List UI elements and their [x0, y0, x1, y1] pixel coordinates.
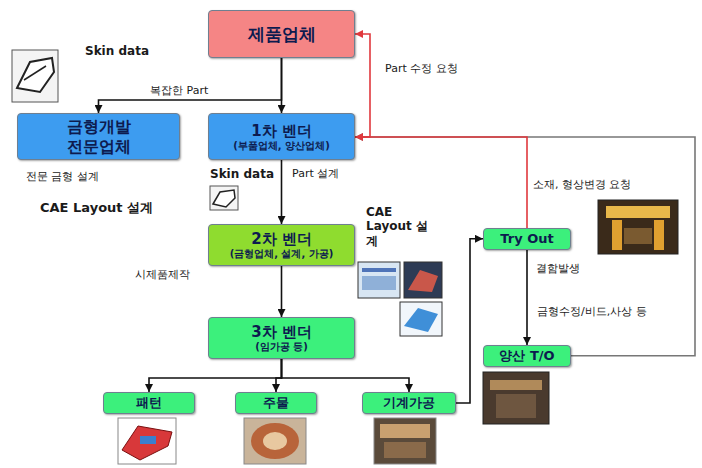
box-title: 패턴: [136, 395, 162, 411]
skin-data-icon: [12, 50, 58, 102]
cae-detail: [362, 276, 396, 290]
cae-detail: [408, 270, 438, 292]
photo-frame: [244, 418, 306, 464]
box-title: 기계가공: [383, 395, 435, 411]
process-box: 주물: [235, 392, 317, 414]
pattern-detail: [140, 436, 156, 444]
cae-thumb: [358, 262, 400, 298]
pattern-shape: [122, 426, 172, 460]
skin-data-icon: [210, 186, 238, 210]
flow-arrow: [149, 359, 282, 392]
photo-frame: [374, 418, 436, 464]
cae-thumb: [400, 302, 442, 336]
press-photo: [598, 200, 678, 254]
note-label: 전문 금형 설계: [26, 170, 99, 183]
box-title: Try Out: [500, 231, 553, 247]
press-part: [654, 220, 664, 250]
process-box: 패턴: [103, 392, 195, 414]
car-skin: [213, 190, 235, 207]
casting-photo: [244, 418, 306, 464]
note-label: Skin data: [85, 44, 149, 58]
note-label: CAE Layout 설계: [366, 205, 428, 248]
process-box: Try Out: [483, 228, 571, 250]
process-box: 양산 T/O: [483, 345, 571, 367]
box-title: 양산 T/O: [499, 348, 554, 364]
press-part: [606, 206, 670, 218]
note-label: 금형수정/비드,사상 등: [537, 305, 647, 318]
flow-arrow: [281, 160, 283, 224]
photo-frame: [483, 372, 549, 424]
process-box: 기계가공: [362, 392, 456, 414]
flow-arrow: [281, 266, 283, 317]
note-label: 소재, 형상변경 요청: [533, 178, 632, 191]
note-label: 시제품제작: [135, 268, 190, 281]
flow-arrow: [355, 137, 695, 356]
box-subtitle: (금형업체, 설계, 가공): [230, 248, 334, 260]
vendor-box: 1차 벤더(부품업체, 양산업체): [208, 113, 355, 160]
cae-detail: [362, 268, 396, 272]
casting-shape: [251, 423, 299, 459]
cae-detail: [404, 308, 438, 332]
machine-part: [496, 394, 536, 418]
press-part: [612, 220, 622, 250]
note-label: 복잡한 Part: [150, 84, 208, 97]
car-skin: [17, 58, 54, 92]
vendor-box: 2차 벤더(금형업체, 설계, 가공): [208, 224, 355, 266]
box-title: 제품업체: [248, 24, 316, 44]
box-subtitle: (부품업체, 양산업체): [233, 140, 329, 152]
cae-thumb: [404, 262, 442, 298]
flow-arrow: [355, 34, 370, 137]
note-label: 결함발생: [536, 262, 580, 275]
flow-arrow: [276, 359, 282, 392]
machine-part: [380, 424, 430, 438]
flow-arrow: [456, 239, 483, 403]
cae-images: [358, 262, 442, 336]
flow-arrow: [99, 58, 282, 113]
icon-frame: [210, 186, 238, 210]
mold-developer-box: 금형개발 전문업체: [17, 113, 180, 160]
note-label: Part 설계: [292, 167, 339, 180]
box-title: 2차 벤더: [251, 230, 312, 248]
note-label: CAE Layout 설계: [40, 200, 153, 216]
box-title: 주물: [263, 395, 289, 411]
flow-arrow: [526, 250, 528, 345]
flow-arrow: [282, 359, 410, 392]
box-title: 1차 벤더: [251, 122, 312, 140]
production-photo: [483, 372, 549, 424]
pattern-photo: [118, 418, 176, 464]
casting-detail: [263, 432, 287, 450]
icon-frame: [12, 50, 58, 102]
machine-part: [490, 380, 542, 390]
car-skin-line: [24, 66, 46, 80]
press-part: [624, 228, 652, 244]
note-label: Skin data: [210, 167, 274, 181]
machining-photo: [374, 418, 436, 464]
photo-frame: [598, 200, 678, 254]
box-title: 금형개발 전문업체: [59, 117, 139, 155]
box-subtitle: (임가공 등): [255, 341, 308, 353]
note-label: Part 수정 요청: [385, 62, 458, 75]
box-title: 3차 벤더: [251, 323, 312, 341]
company-box: 제품업체: [208, 10, 355, 58]
photo-frame: [118, 418, 176, 464]
machine-part: [384, 442, 426, 458]
vendor-box: 3차 벤더(임가공 등): [208, 317, 355, 359]
